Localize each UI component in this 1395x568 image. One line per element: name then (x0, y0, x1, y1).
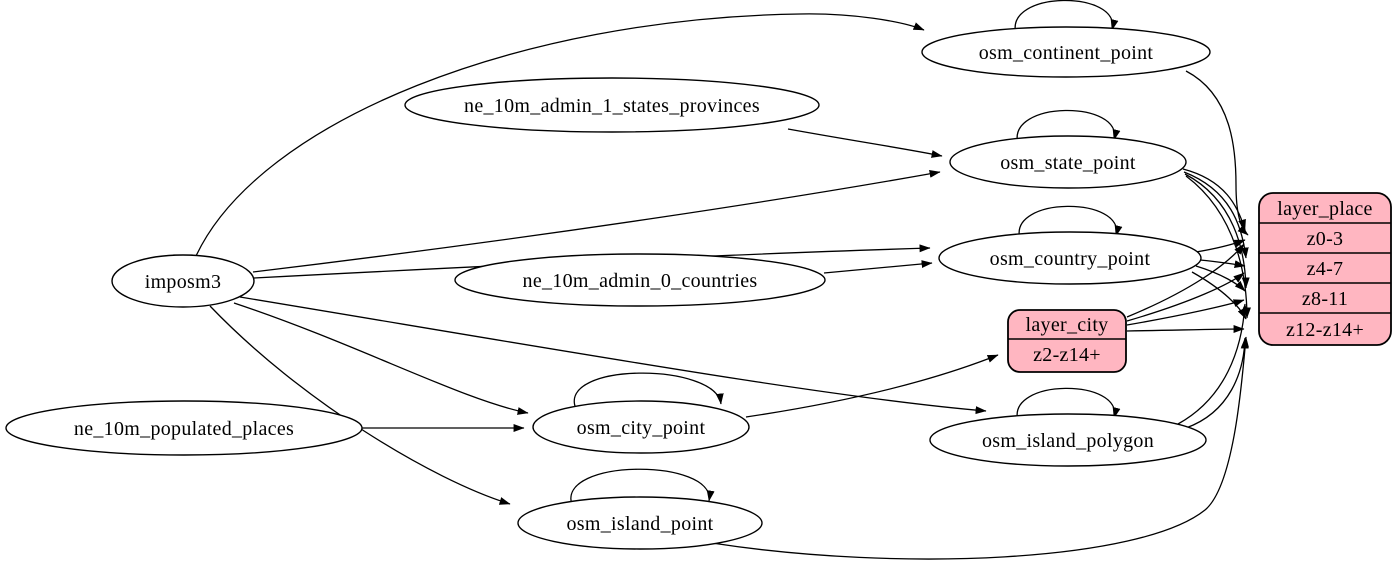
node-ne_10m_admin_1_states_provinces: ne_10m_admin_1_states_provinces (404, 77, 820, 133)
edges (195, 0, 1251, 560)
self-loop-osm_island_point (570, 468, 715, 506)
edge-osm_state_point-z0-3 (1182, 168, 1246, 231)
osm_island_polygon-shape (929, 413, 1207, 467)
node-osm_city_point: osm_city_point (532, 400, 750, 454)
edge-osm_country_point-z0-3 (1195, 239, 1246, 253)
edge-imposm3-osm_island_polygon (239, 296, 987, 415)
edge-imposm3-osm_city_point (233, 302, 529, 415)
node-ne_10m_populated_places: ne_10m_populated_places (5, 400, 363, 456)
self-loop-osm_city_point (573, 372, 724, 410)
osm_continent_point-label: osm_continent_point (979, 42, 1154, 64)
edge-osm_state_point-z12-z14 (1185, 175, 1251, 319)
osm_state_point-label: osm_state_point (1000, 152, 1136, 174)
edge-layer_city-z4-7 (1126, 272, 1245, 322)
layer_city-title: layer_city (1026, 314, 1109, 336)
node-osm_island_point: osm_island_point (517, 496, 763, 550)
ne_10m_populated_places-shape (5, 400, 363, 456)
osm_city_point-label: osm_city_point (577, 417, 706, 439)
node-ne_10m_admin_0_countries: ne_10m_admin_0_countries (454, 253, 826, 307)
edge-imposm3-osm_continent_point (195, 13, 925, 257)
edge-osm_island_polygon-z8-11 (1177, 303, 1249, 425)
edge-layer_city-z12-z14 (1126, 325, 1245, 333)
layer_place-row-z8-11: z8-11 (1302, 288, 1348, 310)
osm_state_point-shape (949, 135, 1187, 189)
table-layer_place: layer_place z0-3 z4-7 z8-11 z12-z14+ (1258, 192, 1392, 346)
node-osm_island_polygon: osm_island_polygon (929, 413, 1207, 467)
layer_place-row-z0-3: z0-3 (1307, 228, 1344, 250)
ne_10m_admin_1_states_provinces-shape (404, 77, 820, 133)
edge-layer_city-z8-11 (1126, 299, 1245, 326)
ne_10m_admin_0_countries-shape (454, 253, 826, 307)
osm_island_point-shape (517, 496, 763, 550)
layer_city-row-z2-z14: z2-z14+ (1033, 344, 1101, 366)
edge-osm_continent_point-z0-3 (1185, 70, 1249, 236)
self-loop-osm_state_point (1016, 109, 1121, 145)
node-osm_state_point: osm_state_point (949, 135, 1187, 189)
node-osm_continent_point: osm_continent_point (921, 26, 1211, 78)
edge-osm_country_point-z8-11 (1195, 265, 1246, 292)
osm_island_polygon-label: osm_island_polygon (982, 430, 1154, 452)
edge-osm_island_point-z12-z14 (711, 336, 1250, 560)
ne_10m_populated_places-label: ne_10m_populated_places (74, 418, 294, 440)
edge-osm_island_polygon-z12-z14 (1185, 337, 1249, 429)
ne_10m_admin_1_states_provinces-label: ne_10m_admin_1_states_provinces (464, 95, 760, 117)
edge-ne_10m_admin_1_states_provinces-osm_state_point (787, 128, 943, 158)
imposm3-shape (111, 254, 255, 308)
layer_place-row-z12-z14: z12-z14+ (1286, 319, 1364, 341)
self-loop-osm_island_polygon (1016, 387, 1121, 422)
edge-imposm3-osm_state_point (252, 169, 941, 273)
layer_place-title: layer_place (1277, 198, 1372, 220)
edge-osm_city_point-layer_city (745, 354, 999, 418)
edge-layer_city-z0-3 (1126, 243, 1245, 318)
osm_continent_point-shape (921, 26, 1211, 78)
edge-imposm3-osm_island_point (209, 305, 511, 505)
node-osm_country_point: osm_country_point (938, 231, 1202, 285)
osm_city_point-shape (532, 400, 750, 454)
layer_place-box (1258, 192, 1392, 346)
edge-ne_10m_admin_0_countries-osm_country_point (823, 260, 933, 274)
layer_place-row-z4-7: z4-7 (1307, 258, 1344, 280)
osm_country_point-shape (938, 231, 1202, 285)
node-imposm3: imposm3 (111, 254, 255, 308)
edge-osm_country_point-z4-7 (1199, 259, 1246, 269)
ne_10m_admin_0_countries-label: ne_10m_admin_0_countries (523, 270, 758, 292)
osm_island_point-label: osm_island_point (566, 513, 713, 535)
self-loop-osm_continent_point (1014, 0, 1119, 35)
edge-osm_state_point-z8-11 (1184, 173, 1250, 289)
layer_city-box (1007, 309, 1127, 373)
table-layer_city: layer_city z2-z14+ (1007, 309, 1127, 373)
edge-osm_state_point-z4-7 (1183, 171, 1249, 259)
imposm3-label: imposm3 (145, 271, 222, 293)
osm_country_point-label: osm_country_point (990, 248, 1151, 270)
self-loop-osm_country_point (1018, 205, 1123, 240)
